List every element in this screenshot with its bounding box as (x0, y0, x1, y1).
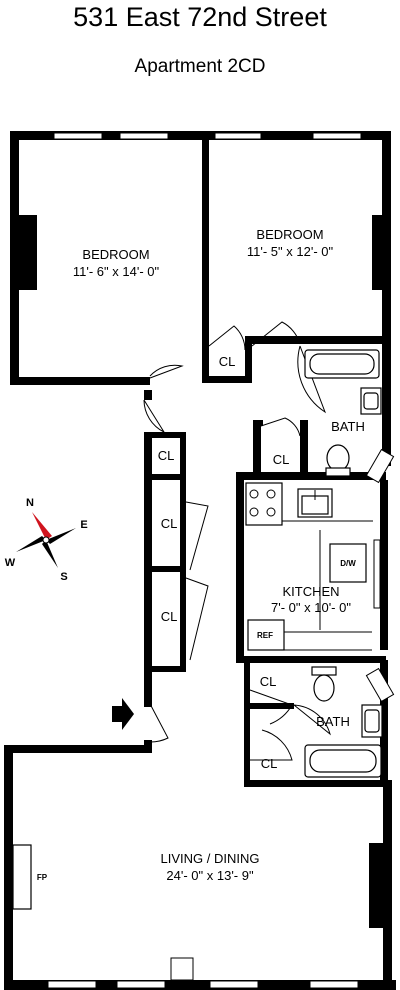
closet-label: CL (158, 448, 175, 463)
bedroom-left-label: BEDROOM (82, 247, 149, 262)
kitchen-label: KITCHEN (282, 584, 339, 599)
dishwasher-label: D/W (340, 559, 356, 568)
closet-label: CL (261, 756, 278, 771)
unit-subtitle: Apartment 2CD (135, 56, 266, 77)
closet-label: CL (161, 516, 178, 531)
fireplace-label: FP (37, 873, 48, 882)
address-title: 531 East 72nd Street (73, 2, 327, 32)
closet-label: CL (260, 674, 277, 689)
closet-label: CL (219, 354, 236, 369)
compass-rose: N E S W (5, 497, 88, 583)
refrigerator-label: REF (257, 631, 273, 640)
bath-lower-label: BATH (316, 714, 350, 729)
bedroom-left-dimensions: 11'- 6" x 14'- 0" (73, 264, 160, 279)
fixtures (12, 349, 383, 910)
compass-east-letter: E (80, 519, 87, 531)
compass-north-letter: N (26, 497, 34, 509)
exterior-walls (4, 131, 396, 990)
kitchen-dimensions: 7'- 0" x 10'- 0" (271, 600, 351, 615)
closet-labels: CL CL CL CL CL CL CL (158, 354, 290, 771)
doors (143, 321, 331, 761)
bedroom-right-dimensions: 11'- 5" x 12'- 0" (247, 244, 334, 259)
closet-label: CL (273, 452, 290, 467)
compass-north-arrow (32, 512, 52, 540)
living-dining-label: LIVING / DINING (161, 851, 260, 866)
windows (47, 132, 395, 989)
compass-west-letter: W (5, 557, 16, 569)
bath-upper-label: BATH (331, 419, 365, 434)
closet-label: CL (161, 609, 178, 624)
room-labels: BEDROOM 11'- 6" x 14'- 0" BEDROOM 11'- 5… (73, 227, 365, 883)
compass-south-letter: S (60, 571, 67, 583)
living-dining-dimensions: 24'- 0" x 13'- 9" (166, 868, 254, 883)
bedroom-right-label: BEDROOM (256, 227, 323, 242)
